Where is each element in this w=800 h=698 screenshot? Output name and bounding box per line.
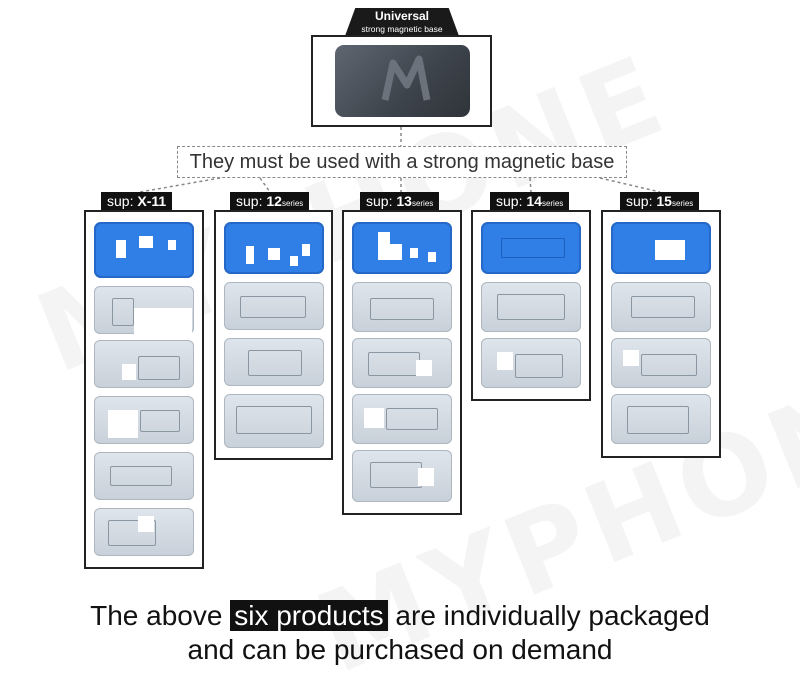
series-label-13: sup: 13series <box>360 192 440 211</box>
requirement-message-box: They must be used with a strong magnetic… <box>177 146 627 178</box>
base-frame <box>311 35 492 127</box>
series-model: X-11 <box>137 193 167 209</box>
series-sup: sup: <box>496 193 523 209</box>
magnetic-plate <box>481 222 581 274</box>
series-model: 14 <box>526 193 542 209</box>
stencil-plate <box>352 282 452 332</box>
stencil-plate <box>352 394 452 444</box>
series-model: 12 <box>266 193 282 209</box>
panel-15-series <box>601 210 721 458</box>
series-label-15: sup: 15series <box>620 192 700 211</box>
stencil-plate <box>224 282 324 330</box>
stencil-plate <box>611 394 711 444</box>
caption-highlight: six products <box>230 600 388 631</box>
base-label: Universal strong magnetic base <box>345 8 459 36</box>
series-sup: sup: <box>626 193 653 209</box>
caption-pre: The above <box>90 600 223 631</box>
requirement-message: They must be used with a strong magnetic… <box>189 151 615 173</box>
magnetic-plate <box>611 222 711 274</box>
stencil-plate <box>94 396 194 444</box>
series-model: 15 <box>656 193 672 209</box>
bottom-caption-line1: The above six products are individually … <box>0 600 800 632</box>
connector-lines <box>139 127 661 193</box>
series-label-x11: sup: X-11 <box>101 192 173 211</box>
stencil-plate <box>481 338 581 388</box>
series-suffix: series <box>541 199 564 208</box>
stencil-plate <box>481 282 581 332</box>
stencil-plate <box>224 338 324 386</box>
magnetic-plate <box>352 222 452 274</box>
series-suffix: series <box>671 199 694 208</box>
bottom-caption-line2: and can be purchased on demand <box>0 634 800 666</box>
magnetic-plate <box>224 222 324 274</box>
series-suffix: series <box>281 199 304 208</box>
panel-14-series <box>471 210 591 401</box>
base-logo-icon <box>381 55 431 101</box>
magnetic-plate <box>94 222 194 278</box>
series-suffix: series <box>411 199 434 208</box>
stencil-plate <box>94 340 194 388</box>
stencil-plate <box>352 338 452 388</box>
base-title: Universal <box>374 9 430 23</box>
stencil-plate <box>94 286 194 334</box>
panel-13-series <box>342 210 462 515</box>
stencil-plate <box>94 452 194 500</box>
series-sup: sup: <box>236 193 263 209</box>
stencil-plate <box>224 394 324 448</box>
stencil-plate <box>611 282 711 332</box>
stencil-plate <box>352 450 452 502</box>
stencil-plate <box>611 338 711 388</box>
base-subtitle: strong magnetic base <box>361 24 443 34</box>
caption-line2: and can be purchased on demand <box>187 634 613 665</box>
series-model: 13 <box>396 193 412 209</box>
magnetic-base-image <box>335 45 470 117</box>
series-sup: sup: <box>107 193 134 209</box>
series-label-14: sup: 14series <box>490 192 570 211</box>
caption-post: are individually packaged <box>395 600 710 631</box>
stencil-plate <box>94 508 194 556</box>
panel-x11 <box>84 210 204 569</box>
series-label-12: sup: 12series <box>230 192 310 211</box>
series-sup: sup: <box>366 193 393 209</box>
panel-12-series <box>214 210 333 460</box>
